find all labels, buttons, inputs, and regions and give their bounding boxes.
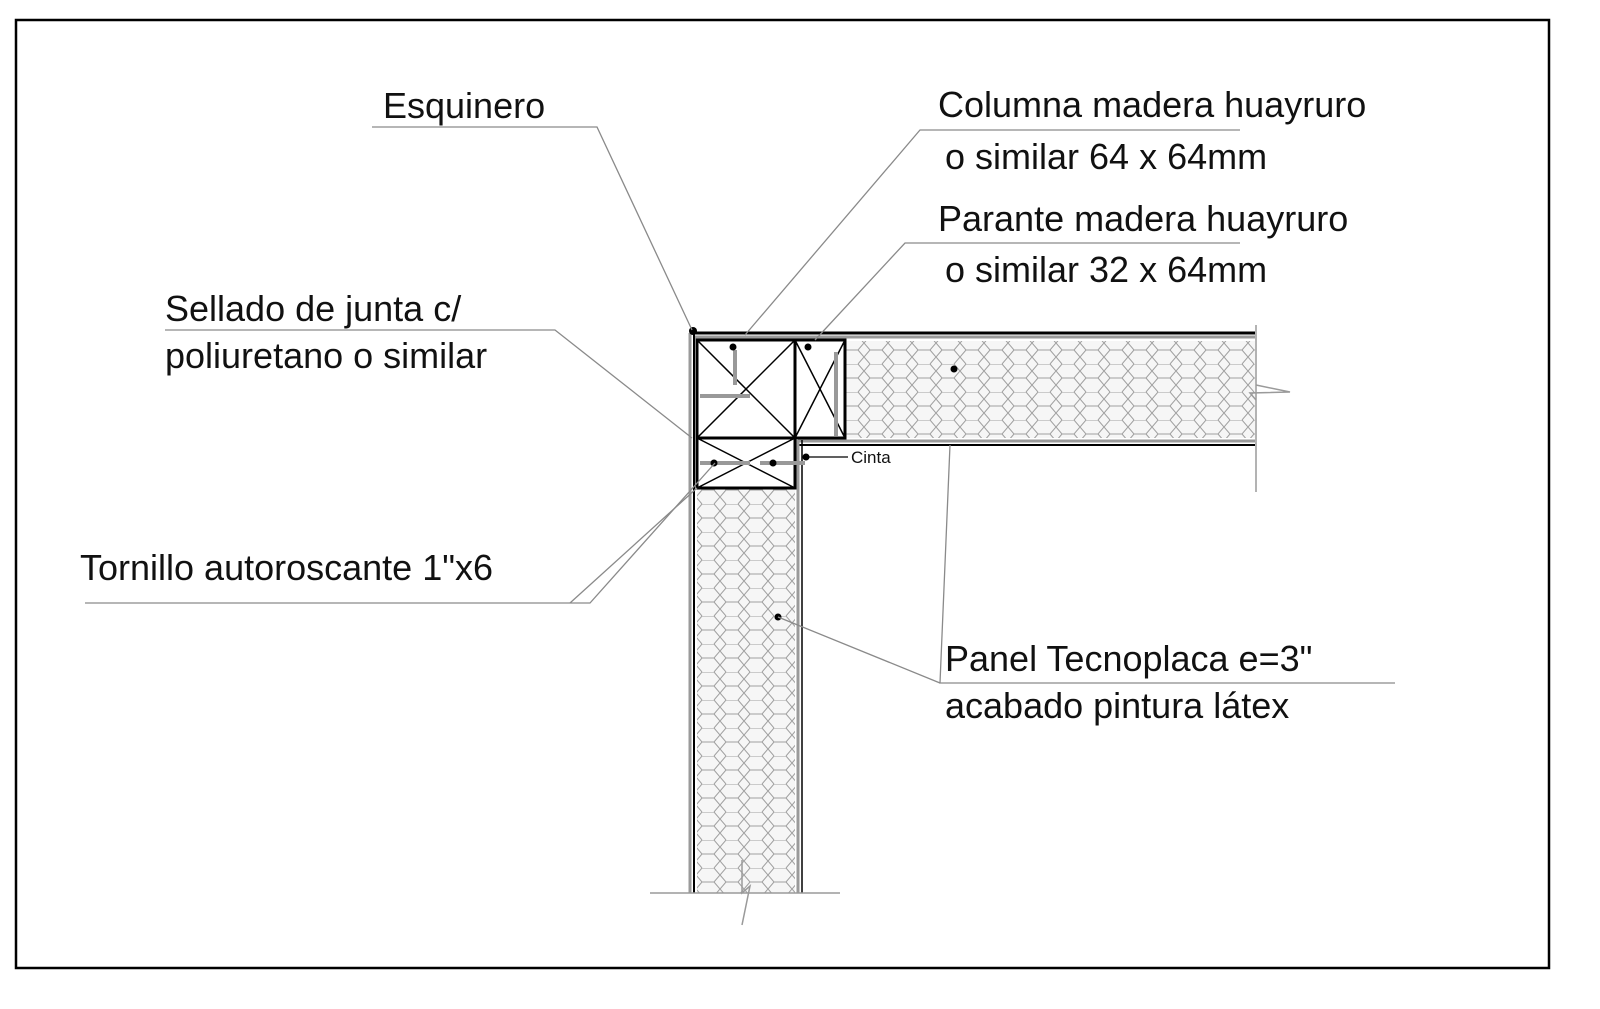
label-panel-line2: acabado pintura látex <box>945 685 1289 726</box>
label-panel-line1: Panel Tecnoplaca e=3" <box>945 638 1312 679</box>
dots <box>689 327 958 621</box>
column-64x64 <box>695 338 797 440</box>
label-esquinero: Esquinero <box>383 85 545 126</box>
break-symbol <box>1248 384 1291 401</box>
leader-lines <box>85 126 1395 684</box>
label-parante-line1: Parante madera huayruro <box>938 198 1348 239</box>
label-sellado-line1: Sellado de junta c/ <box>165 288 461 329</box>
break-symbol <box>741 860 752 926</box>
label-parante-line2: o similar 32 x 64mm <box>945 249 1267 290</box>
screws <box>700 350 838 465</box>
label-columna-line1: Columna madera huayruro <box>938 84 1366 125</box>
label-sellado-line2: poliuretano o similar <box>165 335 487 376</box>
horizontal-panel <box>692 325 1291 492</box>
vertical-panel <box>650 333 840 926</box>
label-cinta: Cinta <box>851 448 891 467</box>
label-tornillo: Tornillo autoroscante 1"x6 <box>80 547 493 588</box>
drawing-frame <box>14 18 1551 970</box>
label-columna-line2: o similar 64 x 64mm <box>945 136 1267 177</box>
